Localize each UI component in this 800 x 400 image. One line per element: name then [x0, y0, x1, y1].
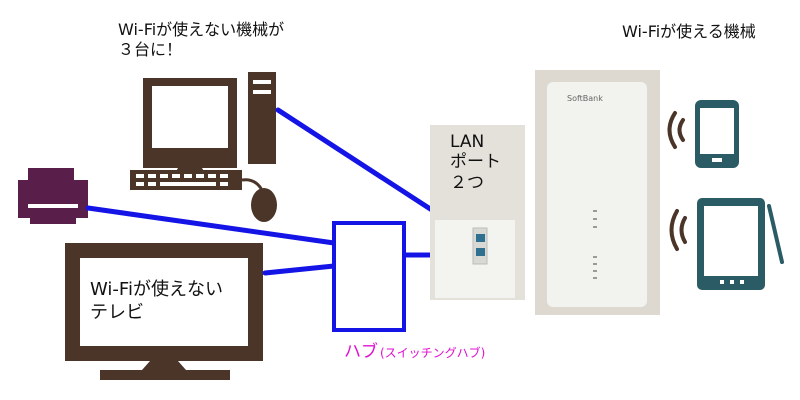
hub-sub-label: (スイッチングハブ): [380, 346, 486, 360]
desktop-pc-icon: [130, 72, 277, 222]
router-brand-label: SoftBank: [567, 94, 603, 103]
keyboard: [130, 170, 242, 190]
hub-main-label: ハブ: [344, 342, 378, 362]
smartphone-icon: [695, 100, 739, 168]
cable-tv-hub: [262, 263, 337, 276]
lan-port-1: [476, 234, 485, 242]
printer-paper-tray: [28, 168, 74, 182]
tower-drive: [253, 80, 271, 84]
lan-port-2: [476, 248, 485, 256]
keyboard-keys: [136, 174, 228, 186]
tower-drive: [253, 90, 271, 94]
tv-stand-base: [100, 370, 230, 380]
tv-screen: [80, 258, 248, 346]
cable-printer-hub: [85, 205, 337, 246]
tv-icon: [65, 243, 263, 380]
tablet-icon: [697, 198, 784, 290]
lan-port-area: [472, 227, 488, 265]
tv-label: Wi-Fiが使えない テレビ: [90, 279, 223, 324]
router-icon: [547, 82, 647, 307]
printer-slot: [28, 204, 78, 208]
lan-ports-label: LAN ポート ２つ: [450, 132, 501, 193]
mouse: [251, 188, 277, 222]
tv-stand-neck: [142, 361, 186, 370]
wifi-signal-icon: [667, 111, 685, 149]
router-leds: [593, 210, 597, 279]
monitor-screen: [152, 86, 228, 148]
stylus: [767, 204, 784, 264]
wifi-signal-icon: [669, 209, 687, 251]
switching-hub-icon: [332, 221, 406, 332]
pc-tower: [248, 72, 276, 164]
wifi-devices-label: Wi-Fiが使える機械: [622, 22, 756, 41]
printer-icon: [18, 168, 88, 224]
mouse-cable: [241, 178, 264, 191]
no-wifi-devices-label: Wi-Fiが使えない機械が ３台に！: [118, 20, 285, 59]
printer-output: [30, 212, 76, 224]
printer-body: [18, 180, 88, 218]
